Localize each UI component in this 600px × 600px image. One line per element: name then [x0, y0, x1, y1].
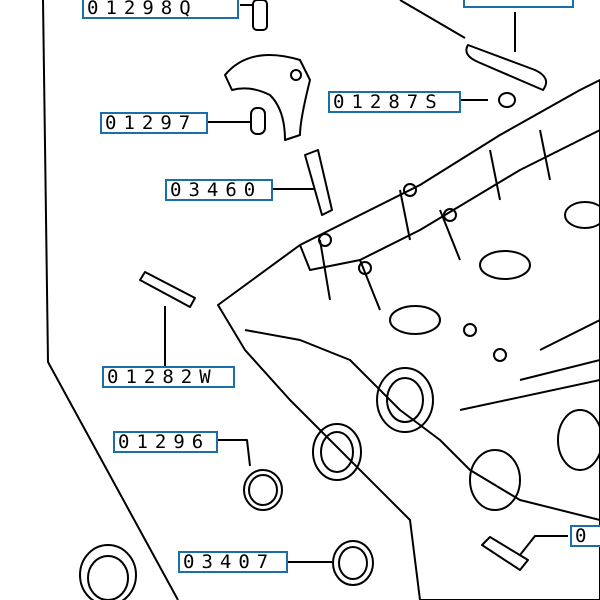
bearing-cap — [224, 54, 311, 141]
leader-line — [519, 535, 568, 556]
part-label-partial-bottom-right[interactable]: 0 — [570, 525, 600, 547]
part-label-03460[interactable]: 03460 — [165, 179, 273, 201]
part-label-01287s[interactable]: 01287S — [328, 91, 461, 113]
leader-line — [215, 439, 251, 467]
oil-seal — [79, 544, 137, 600]
pin — [465, 44, 548, 91]
stud-bottom-right — [481, 536, 529, 571]
seal-ring-03407 — [332, 540, 374, 586]
stud — [139, 271, 196, 308]
part-label-01297[interactable]: 01297 — [100, 112, 208, 134]
part-label-01282w[interactable]: 01282W — [102, 366, 235, 388]
part-label-01296[interactable]: 01296 — [113, 431, 218, 453]
valve-guide — [304, 149, 333, 216]
dowel — [250, 107, 266, 135]
leader-line — [399, 0, 466, 39]
screw — [252, 0, 268, 31]
seal-ring — [243, 469, 283, 511]
cylinder-head — [217, 79, 600, 600]
part-label-01298q[interactable]: 01298Q — [82, 0, 239, 19]
frame-border — [42, 0, 179, 600]
part-label-03407[interactable]: 03407 — [178, 551, 288, 573]
part-label-partial-top-right[interactable] — [463, 0, 574, 8]
nut — [498, 92, 516, 108]
